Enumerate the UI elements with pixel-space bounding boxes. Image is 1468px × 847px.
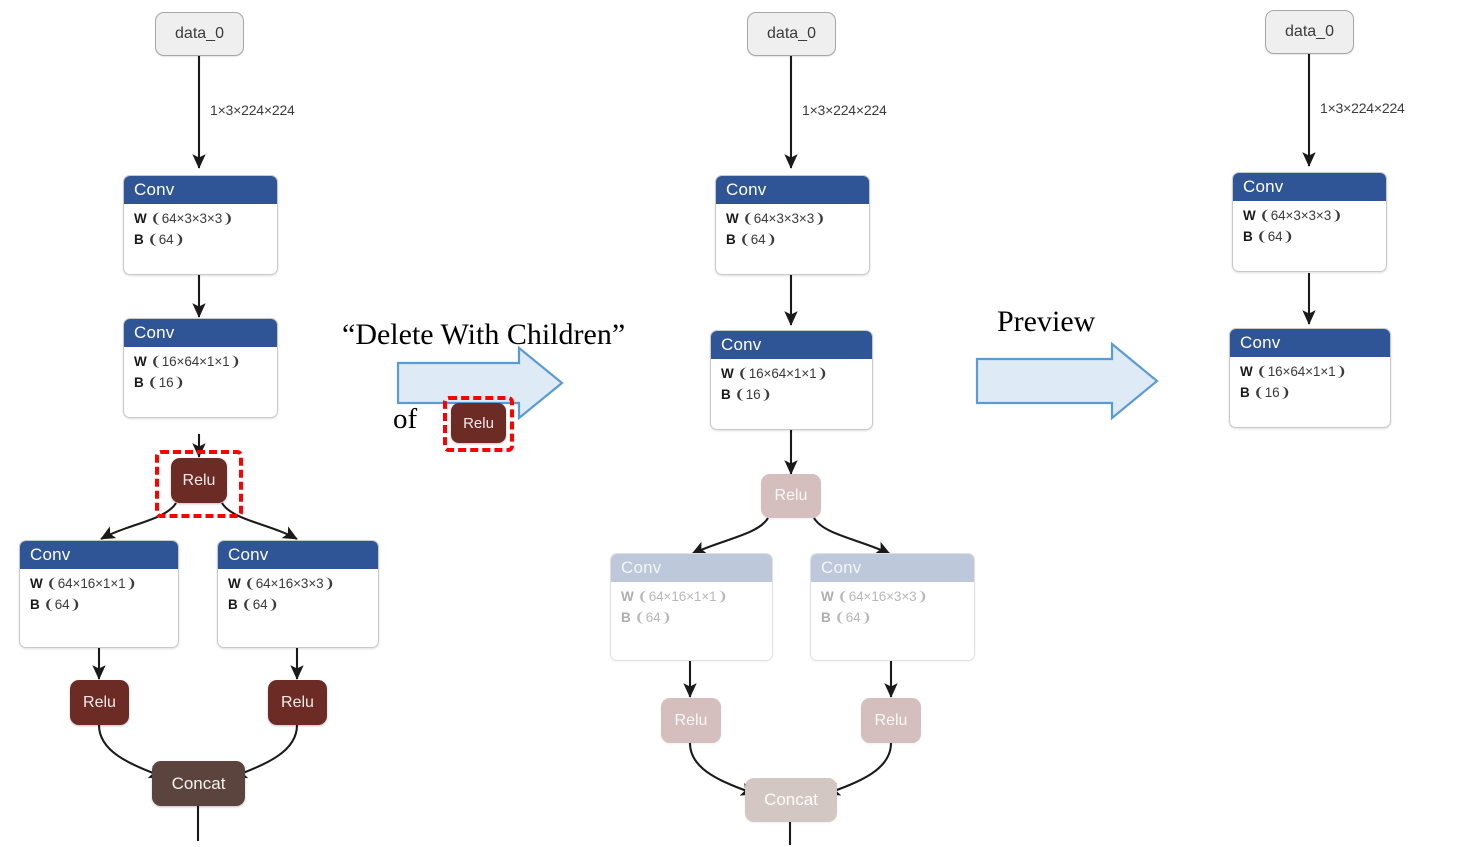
param-row: W ❨64×3×3×3❩ bbox=[1243, 208, 1343, 224]
node-label: Relu bbox=[774, 487, 808, 504]
node-label: Relu bbox=[874, 711, 908, 729]
node-conv1-preview[interactable]: Conv W ❨64×3×3×3❩ B ❨64❩ bbox=[715, 175, 870, 275]
selection-marquee[interactable] bbox=[155, 450, 243, 518]
node-params: W ❨16×64×1×1❩ B ❨16❩ bbox=[124, 347, 277, 400]
param-row: W ❨64×16×1×1❩ bbox=[30, 576, 137, 592]
node-label: Relu bbox=[83, 693, 116, 711]
node-params: W ❨16×64×1×1❩ B ❨16❩ bbox=[1230, 357, 1390, 410]
node-label: Relu bbox=[281, 693, 314, 711]
param-row: B ❨64❩ bbox=[821, 610, 872, 626]
param-row: B ❨64❩ bbox=[30, 597, 81, 613]
node-type-label: Conv bbox=[1233, 173, 1386, 202]
node-label: Concat bbox=[171, 773, 226, 793]
node-type-label: Conv bbox=[611, 554, 772, 583]
node-data-preview[interactable]: data_0 bbox=[747, 12, 836, 56]
node-relu3-before[interactable]: Relu bbox=[268, 680, 327, 725]
node-conv3-preview[interactable]: Conv W ❨64×16×1×1❩ B ❨64❩ bbox=[610, 553, 773, 661]
node-data-after[interactable]: data_0 bbox=[1265, 10, 1354, 54]
node-label: Relu bbox=[463, 414, 494, 432]
node-conv4-before[interactable]: Conv W ❨64×16×3×3❩ B ❨64❩ bbox=[217, 540, 379, 648]
node-type-label: Conv bbox=[124, 176, 277, 205]
node-type-label: Conv bbox=[124, 319, 277, 348]
param-row: W ❨64×16×1×1❩ bbox=[621, 589, 728, 605]
param-row: W ❨16×64×1×1❩ bbox=[134, 354, 241, 370]
node-params: W ❨64×16×3×3❩ B ❨64❩ bbox=[811, 582, 974, 635]
block-arrow-preview bbox=[975, 341, 1159, 421]
node-label: data_0 bbox=[1285, 23, 1334, 40]
param-row: B ❨64❩ bbox=[1243, 229, 1294, 245]
param-row: B ❨64❩ bbox=[621, 610, 672, 626]
node-conv2-preview[interactable]: Conv W ❨16×64×1×1❩ B ❨16❩ bbox=[710, 330, 873, 430]
node-concat-before[interactable]: Concat bbox=[152, 761, 245, 806]
node-conv4-preview[interactable]: Conv W ❨64×16×3×3❩ B ❨64❩ bbox=[810, 553, 975, 661]
node-params: W ❨64×16×1×1❩ B ❨64❩ bbox=[20, 569, 178, 622]
param-row: W ❨64×3×3×3❩ bbox=[134, 211, 234, 227]
node-type-label: Conv bbox=[218, 541, 378, 570]
param-row: W ❨64×16×3×3❩ bbox=[228, 576, 335, 592]
node-conv1-before[interactable]: Conv W ❨64×3×3×3❩ B ❨64❩ bbox=[123, 175, 278, 275]
node-label: Relu bbox=[182, 471, 216, 489]
node-relu1-preview[interactable]: Relu bbox=[761, 474, 821, 518]
node-params: W ❨64×3×3×3❩ B ❨64❩ bbox=[124, 204, 277, 257]
param-row: B ❨16❩ bbox=[721, 387, 772, 403]
node-type-label: Conv bbox=[716, 176, 869, 205]
param-row: B ❨64❩ bbox=[228, 597, 279, 613]
param-row: W ❨16×64×1×1❩ bbox=[721, 366, 828, 382]
param-row: B ❨16❩ bbox=[1240, 385, 1291, 401]
node-relu2-before[interactable]: Relu bbox=[70, 680, 129, 725]
param-row: B ❨64❩ bbox=[134, 232, 185, 248]
node-type-label: Conv bbox=[20, 541, 178, 570]
node-conv2-before[interactable]: Conv W ❨16×64×1×1❩ B ❨16❩ bbox=[123, 318, 278, 418]
node-label: Concat bbox=[764, 790, 818, 809]
annotation-relu-chip: Relu bbox=[451, 403, 506, 443]
node-label: data_0 bbox=[767, 25, 816, 42]
node-params: W ❨64×16×1×1❩ B ❨64❩ bbox=[611, 582, 772, 635]
node-concat-preview[interactable]: Concat bbox=[745, 778, 837, 822]
node-type-label: Conv bbox=[1230, 329, 1390, 358]
edge-label-preview: 1×3×224×224 bbox=[802, 102, 887, 118]
param-row: W ❨16×64×1×1❩ bbox=[1240, 364, 1347, 380]
annotation-delete-with-children: “Delete With Children” bbox=[342, 318, 626, 351]
panel-before-edges bbox=[92, 56, 304, 841]
node-type-label: Conv bbox=[711, 331, 872, 360]
annotation-of: of bbox=[393, 403, 418, 435]
edge-label-before: 1×3×224×224 bbox=[210, 102, 295, 118]
param-row: W ❨64×16×3×3❩ bbox=[821, 589, 928, 605]
node-params: W ❨64×16×3×3❩ B ❨64❩ bbox=[218, 569, 378, 622]
edge-label-after: 1×3×224×224 bbox=[1320, 100, 1405, 116]
node-relu2-preview[interactable]: Relu bbox=[661, 698, 721, 743]
node-relu-selected-before[interactable]: Relu bbox=[171, 458, 227, 503]
node-data-before[interactable]: data_0 bbox=[155, 12, 244, 56]
node-label: data_0 bbox=[175, 25, 224, 42]
node-label: Relu bbox=[674, 711, 708, 729]
param-row: B ❨64❩ bbox=[726, 232, 777, 248]
param-row: B ❨16❩ bbox=[134, 375, 185, 391]
node-conv3-before[interactable]: Conv W ❨64×16×1×1❩ B ❨64❩ bbox=[19, 540, 179, 648]
node-params: W ❨64×3×3×3❩ B ❨64❩ bbox=[1233, 201, 1386, 254]
annotation-preview: Preview bbox=[997, 305, 1096, 338]
param-row: W ❨64×3×3×3❩ bbox=[726, 211, 826, 227]
node-params: W ❨64×3×3×3❩ B ❨64❩ bbox=[716, 204, 869, 257]
node-type-label: Conv bbox=[811, 554, 974, 583]
node-params: W ❨16×64×1×1❩ B ❨16❩ bbox=[711, 359, 872, 412]
annotation-selection-marquee bbox=[443, 396, 514, 452]
node-conv1-after[interactable]: Conv W ❨64×3×3×3❩ B ❨64❩ bbox=[1232, 172, 1387, 272]
node-conv2-after[interactable]: Conv W ❨16×64×1×1❩ B ❨16❩ bbox=[1229, 328, 1391, 428]
node-relu3-preview[interactable]: Relu bbox=[861, 698, 921, 743]
